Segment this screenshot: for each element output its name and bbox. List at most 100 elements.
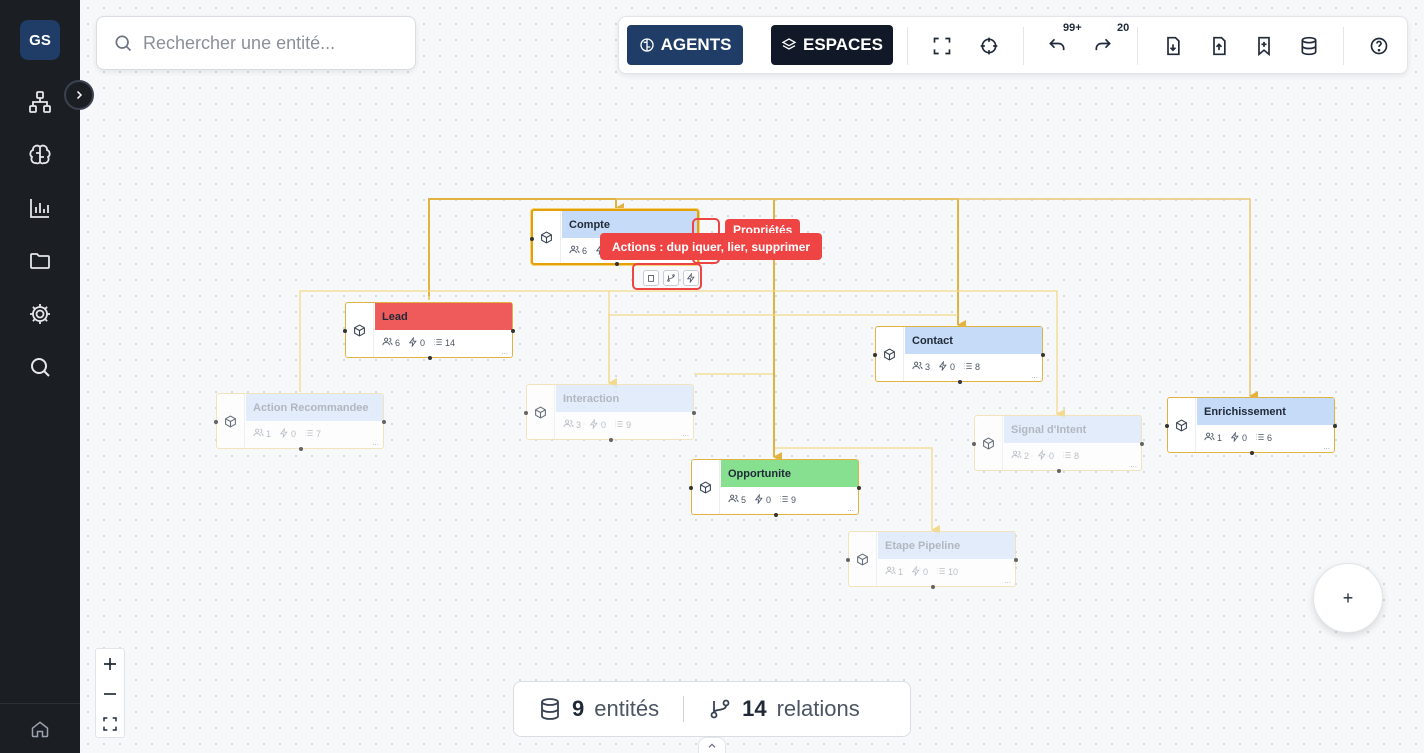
bottom-handle[interactable] [299, 447, 303, 451]
search-icon[interactable] [20, 347, 60, 387]
delete-action-button[interactable] [683, 270, 699, 286]
more-dots[interactable]: ... [682, 429, 689, 438]
bottom-handle[interactable] [958, 380, 962, 384]
left-handle[interactable] [214, 420, 218, 424]
users-icon [912, 360, 923, 373]
left-handle[interactable] [689, 486, 693, 490]
redo-button[interactable] [1085, 29, 1121, 63]
fit-button[interactable] [96, 709, 124, 739]
duplicate-button[interactable] [643, 270, 659, 286]
stats-toggle-button[interactable] [698, 737, 726, 753]
help-icon [1370, 37, 1388, 55]
file-upload-icon [1213, 36, 1226, 56]
right-handle[interactable] [382, 420, 386, 424]
list-icon [433, 337, 443, 349]
right-handle[interactable] [1333, 424, 1337, 428]
zoom-in-button[interactable] [96, 649, 124, 679]
right-handle[interactable] [1140, 442, 1144, 446]
bottom-handle[interactable] [615, 262, 619, 266]
users-count: 6 [395, 337, 401, 348]
left-handle[interactable] [530, 237, 534, 241]
more-dots[interactable]: ... [1004, 576, 1011, 585]
more-dots[interactable]: ... [1323, 442, 1330, 451]
redo-count: 20 [1117, 22, 1130, 34]
entity-search[interactable] [96, 16, 416, 70]
bolt-icon [686, 273, 695, 283]
left-handle[interactable] [343, 329, 347, 333]
bottom-handle[interactable] [428, 356, 432, 360]
import-button[interactable] [1201, 29, 1237, 63]
espaces-button[interactable]: ESPACES [771, 25, 893, 65]
add-entity-button[interactable]: + [1313, 563, 1383, 633]
more-dots[interactable]: ... [372, 438, 379, 447]
fields-count: 9 [626, 419, 632, 430]
right-handle[interactable] [1014, 558, 1018, 562]
help-button[interactable] [1361, 29, 1397, 63]
database-button[interactable] [1291, 29, 1327, 63]
copy-icon [648, 275, 654, 282]
bar-chart-icon[interactable] [20, 188, 60, 228]
users-count: 3 [576, 419, 582, 430]
right-handle[interactable] [511, 329, 515, 333]
sidebar-collapse-button[interactable] [64, 80, 94, 110]
sitemap-icon[interactable] [20, 82, 60, 122]
undo-button[interactable] [1039, 29, 1075, 63]
users-stat: 2 [1011, 449, 1029, 462]
bottom-handle[interactable] [774, 513, 778, 517]
cube-icon [975, 416, 1003, 470]
file-download-icon [1167, 36, 1180, 56]
brain-icon[interactable] [20, 135, 60, 175]
right-handle[interactable] [857, 486, 861, 490]
left-handle[interactable] [524, 411, 528, 415]
more-dots[interactable]: ... [1130, 460, 1137, 469]
entity-title: Opportunite [721, 460, 858, 487]
home-button[interactable] [0, 703, 80, 753]
bottom-handle[interactable] [931, 585, 935, 589]
actions-stat: 0 [589, 417, 606, 431]
bolt-icon [1037, 448, 1047, 462]
bottom-handle[interactable] [1057, 469, 1061, 473]
fields-stat: 9 [779, 494, 796, 506]
expand-icon [933, 37, 951, 55]
more-dots[interactable]: ... [847, 504, 854, 513]
workspace-logo[interactable]: GS [20, 20, 60, 60]
search-input[interactable] [143, 32, 393, 54]
right-handle[interactable] [692, 411, 696, 415]
more-dots[interactable]: ... [501, 347, 508, 356]
zoom-out-button[interactable] [96, 679, 124, 709]
gear-icon[interactable] [20, 294, 60, 334]
bolt-icon [279, 426, 289, 440]
fit-view-button[interactable] [924, 29, 960, 63]
bottom-handle[interactable] [609, 438, 613, 442]
right-handle[interactable] [1041, 353, 1045, 357]
left-handle[interactable] [1165, 424, 1169, 428]
link-button[interactable] [663, 270, 679, 286]
left-handle[interactable] [972, 442, 976, 446]
sidebar: GS [0, 0, 80, 753]
graph-canvas[interactable] [80, 0, 1424, 753]
fields-count: 10 [948, 566, 959, 577]
bottom-handle[interactable] [1250, 451, 1254, 455]
undo-count: 99+ [1063, 22, 1082, 34]
users-icon [569, 244, 580, 257]
export-button[interactable] [1155, 29, 1191, 63]
toolbar: AGENTS ESPACES 99+ 20 [618, 16, 1408, 74]
folder-icon[interactable] [20, 241, 60, 281]
more-dots[interactable]: ... [1031, 371, 1038, 380]
agents-button[interactable]: AGENTS [627, 25, 743, 65]
undo-icon [1049, 38, 1065, 51]
left-handle[interactable] [846, 558, 850, 562]
fields-stat: 14 [433, 337, 455, 349]
left-handle[interactable] [873, 353, 877, 357]
bookmark-button[interactable] [1246, 29, 1282, 63]
center-button[interactable] [971, 29, 1007, 63]
